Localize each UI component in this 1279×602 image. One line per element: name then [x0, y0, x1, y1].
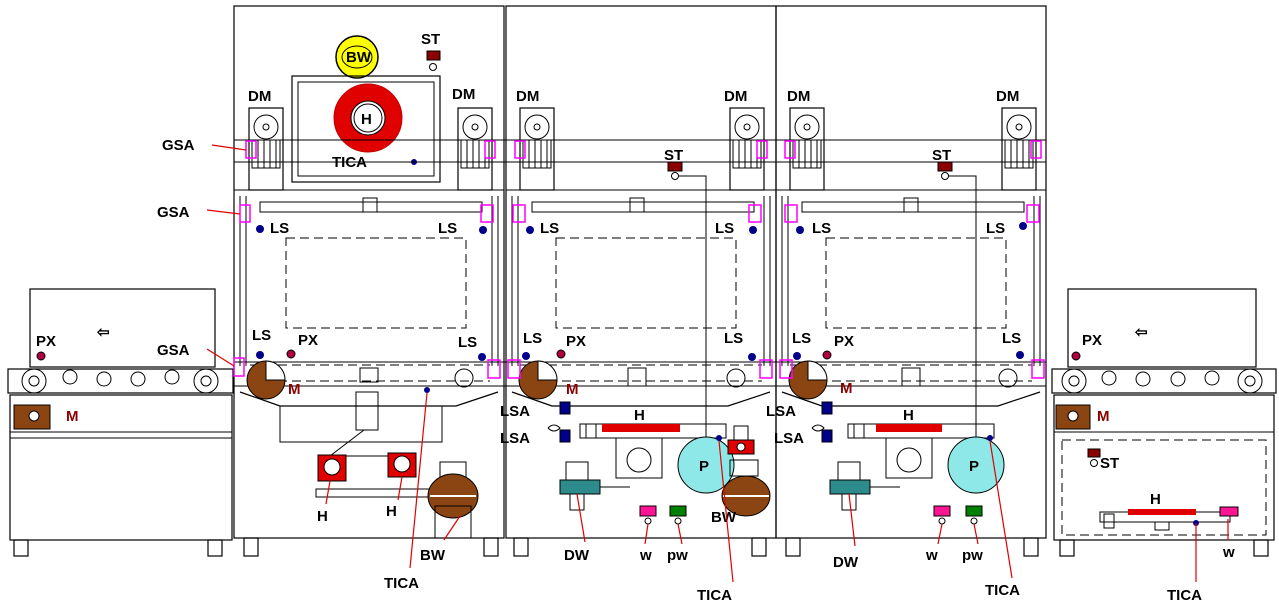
st-sensor — [937, 161, 953, 172]
chamber-1: BW ST H TICA DM DM — [233, 5, 505, 564]
px-sensor — [1071, 351, 1081, 361]
gsa-label: GSA — [157, 204, 190, 221]
ls-label: LS — [438, 220, 457, 237]
dm-label: DM — [248, 88, 271, 105]
tica-label: TICA — [384, 575, 419, 592]
tica-label: TICA — [697, 587, 732, 602]
ls-label: LS — [270, 220, 289, 237]
ls-label: LS — [724, 330, 743, 347]
h-label: H — [903, 407, 914, 424]
dm-label: DM — [452, 86, 475, 103]
gsa-markers — [233, 140, 1045, 379]
dm-motor — [457, 107, 493, 191]
ls-label: LS — [792, 330, 811, 347]
direction-arrow-left: ⇦ — [96, 324, 110, 341]
dw-valve — [559, 479, 601, 495]
w-label: w — [925, 547, 938, 564]
direction-arrow-left: ⇦ — [1134, 324, 1148, 341]
dm-motor — [248, 107, 284, 191]
w-valve — [933, 505, 951, 517]
dm-label: DM — [724, 88, 747, 105]
m-label: M — [288, 381, 301, 398]
st-sensor — [426, 50, 441, 61]
pw-label: pw — [667, 547, 688, 564]
dm-motor — [1001, 107, 1037, 191]
dw-valve — [829, 479, 871, 495]
pw-valve — [965, 505, 983, 517]
dm-label: DM — [787, 88, 810, 105]
px-label: PX — [566, 333, 586, 350]
dw-label: DW — [833, 554, 859, 571]
lsa-label: LSA — [500, 403, 530, 420]
ls-sensors — [256, 222, 1027, 361]
px-label: PX — [36, 333, 56, 350]
st-label: ST — [932, 147, 951, 164]
p-label: P — [969, 458, 979, 475]
m-label: M — [1097, 408, 1110, 425]
lsa-label: LSA — [774, 430, 804, 447]
px-sensor — [36, 351, 46, 361]
w-valve — [639, 505, 657, 517]
chamber-2: DM DM ST LSA LSA H — [500, 5, 777, 602]
st-sensor — [667, 161, 683, 172]
lsa-label: LSA — [766, 403, 796, 420]
dm-motor — [789, 107, 825, 191]
h-label: H — [1150, 491, 1161, 508]
pw-label: pw — [962, 547, 983, 564]
st-label: ST — [664, 147, 683, 164]
st-label: ST — [421, 31, 440, 48]
chamber-3: DM DM ST LSA LSA H — [766, 5, 1047, 599]
ls-label: LS — [252, 327, 271, 344]
px-label: PX — [1082, 332, 1102, 349]
dm-label: DM — [516, 88, 539, 105]
bw-indicator — [335, 35, 379, 79]
ls-label: LS — [540, 220, 559, 237]
ls-label: LS — [523, 330, 542, 347]
left-conveyor-station: ⇦ PX M — [7, 288, 234, 557]
m-label: M — [66, 408, 79, 425]
px-label: PX — [298, 332, 318, 349]
ls-label: LS — [986, 220, 1005, 237]
ls-label: LS — [1002, 330, 1021, 347]
ls-label: LS — [715, 220, 734, 237]
dw-label: DW — [564, 547, 590, 564]
gsa-label: GSA — [157, 342, 190, 359]
h-label: H — [317, 508, 328, 525]
ls-label: LS — [812, 220, 831, 237]
w-valve — [1219, 506, 1239, 517]
ls-label: LS — [458, 334, 477, 351]
bw-label: BW — [420, 547, 446, 564]
pw-valve — [669, 505, 687, 517]
st-sensor — [1087, 448, 1101, 458]
gsa-label: GSA — [162, 137, 195, 154]
dm-motor — [729, 107, 765, 191]
dm-motor — [519, 107, 555, 191]
h-label: H — [634, 407, 645, 424]
p-pump — [947, 436, 1005, 494]
st-label: ST — [1100, 455, 1119, 472]
bw-label: BW — [711, 509, 737, 526]
m-label: M — [566, 381, 579, 398]
m-label: M — [840, 380, 853, 397]
w-label: w — [639, 547, 652, 564]
main-conveyor: M M M — [233, 360, 1047, 400]
right-conveyor-station: ⇦ ST H w PX M TICA — [1051, 288, 1277, 602]
h-label: H — [361, 111, 372, 128]
p-label: P — [699, 458, 709, 475]
px-label: PX — [834, 333, 854, 350]
tica-label: TICA — [985, 582, 1020, 599]
tica-label: TICA — [1167, 587, 1202, 602]
bw-label: BW — [346, 49, 372, 66]
h-label: H — [386, 503, 397, 520]
dm-label: DM — [996, 88, 1019, 105]
w-label: w — [1222, 544, 1235, 561]
lsa-label: LSA — [500, 430, 530, 447]
